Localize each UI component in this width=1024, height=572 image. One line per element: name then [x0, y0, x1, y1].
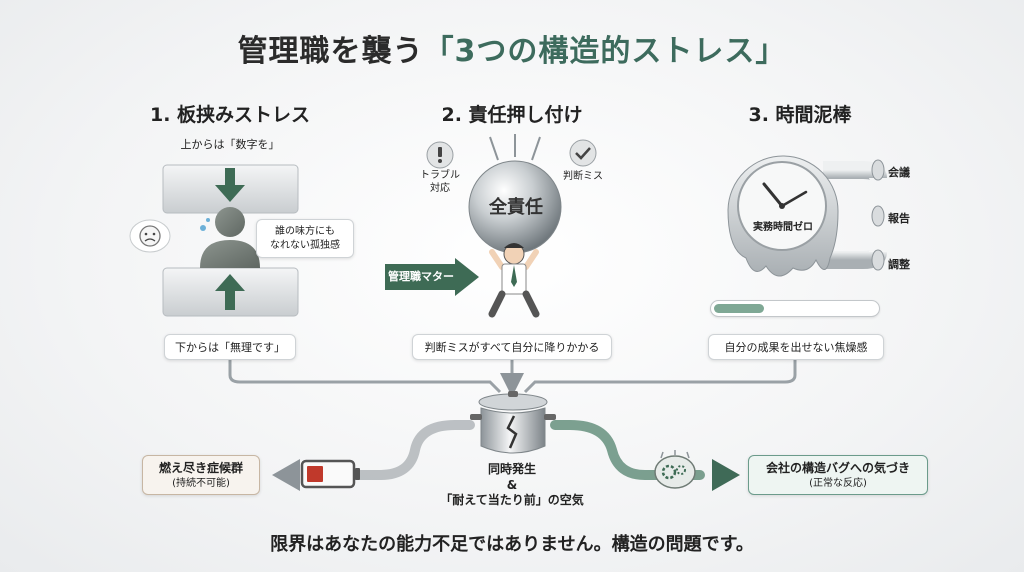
- down-arrow-icon: [215, 168, 245, 202]
- title-prefix: 管理職を襲う: [237, 34, 424, 69]
- flow-right-head: [712, 459, 740, 491]
- section2-bottom-text: 判断ミスがすべて自分に降りかかる: [412, 334, 612, 360]
- center-line1: 同時発生: [487, 462, 536, 476]
- section1-top-text: 上からは「数字を」: [180, 138, 280, 151]
- center-line2: &: [506, 477, 518, 492]
- section1-sandwich-illustration: [162, 164, 299, 317]
- section3-clock-text: 実務時間ゼロ: [753, 222, 813, 233]
- section1-heading: 1. 板挟みストレス: [149, 104, 311, 126]
- section3-bottom-text: 自分の成果を出せない焦燥感: [708, 334, 884, 360]
- flow-left-head: [272, 459, 300, 491]
- burnout-sub: (持続不可能): [172, 477, 230, 489]
- section2-ball-text: 全責任: [489, 197, 543, 218]
- progress-fill: [714, 304, 765, 313]
- center-line3: 「耐えて当たり前」の空気: [440, 493, 584, 508]
- battery-low-icon: [300, 459, 360, 489]
- section2-burden-illustration: [468, 134, 562, 318]
- section2-icon-right-label: 判断ミス: [563, 171, 603, 182]
- manager-arrow: [385, 258, 479, 296]
- section1-bottom-text: 下からは「無理です」: [164, 334, 296, 360]
- warning-icon: [426, 141, 454, 169]
- connector-right: [523, 352, 797, 394]
- section2-arrow-text: 管理職マター: [388, 270, 454, 283]
- section2-icon-left-label: トラブル 対応: [420, 170, 460, 194]
- section1-bubble-text: 誰の味方にも なれない孤独感: [256, 219, 354, 258]
- page-title: 管理職を襲う「3つの構造的ストレス」: [0, 26, 1024, 70]
- burnout-title: 燃え尽き症候群: [158, 461, 243, 475]
- flow-right: [550, 420, 705, 480]
- section3-heading: 3. 時間泥棒: [748, 104, 852, 126]
- pot-icon: [470, 391, 556, 454]
- structure-bug-sub: (正常な反応): [809, 477, 867, 489]
- structure-bug-title: 会社の構造バグへの気づき: [765, 461, 910, 475]
- pipe-label-report: 報告: [888, 212, 910, 225]
- structure-bug-box: 会社の構造バグへの気づき (正常な反応): [748, 455, 928, 495]
- flow-left: [310, 420, 475, 480]
- burnout-box: 燃え尽き症候群 (持続不可能): [142, 455, 260, 495]
- pipe-label-adjust: 調整: [888, 258, 910, 271]
- check-icon: [569, 139, 597, 167]
- sad-face-icon: [129, 219, 171, 253]
- pipe-label-meeting: 会議: [888, 166, 910, 179]
- connector-left: [228, 352, 502, 394]
- brain-gear-icon: [654, 450, 696, 489]
- progress-bar: [710, 300, 880, 317]
- section2-heading: 2. 責任押し付け: [441, 104, 583, 126]
- up-arrow-icon: [215, 274, 245, 310]
- melting-clock-illustration: [727, 155, 887, 277]
- title-accent: 「3つの構造的ストレス」: [423, 34, 787, 69]
- footer-message: 限界はあなたの能力不足ではありません。構造の問題です。: [270, 534, 754, 555]
- center-label: 同時発生 & 「耐えて当たり前」の空気: [392, 462, 632, 509]
